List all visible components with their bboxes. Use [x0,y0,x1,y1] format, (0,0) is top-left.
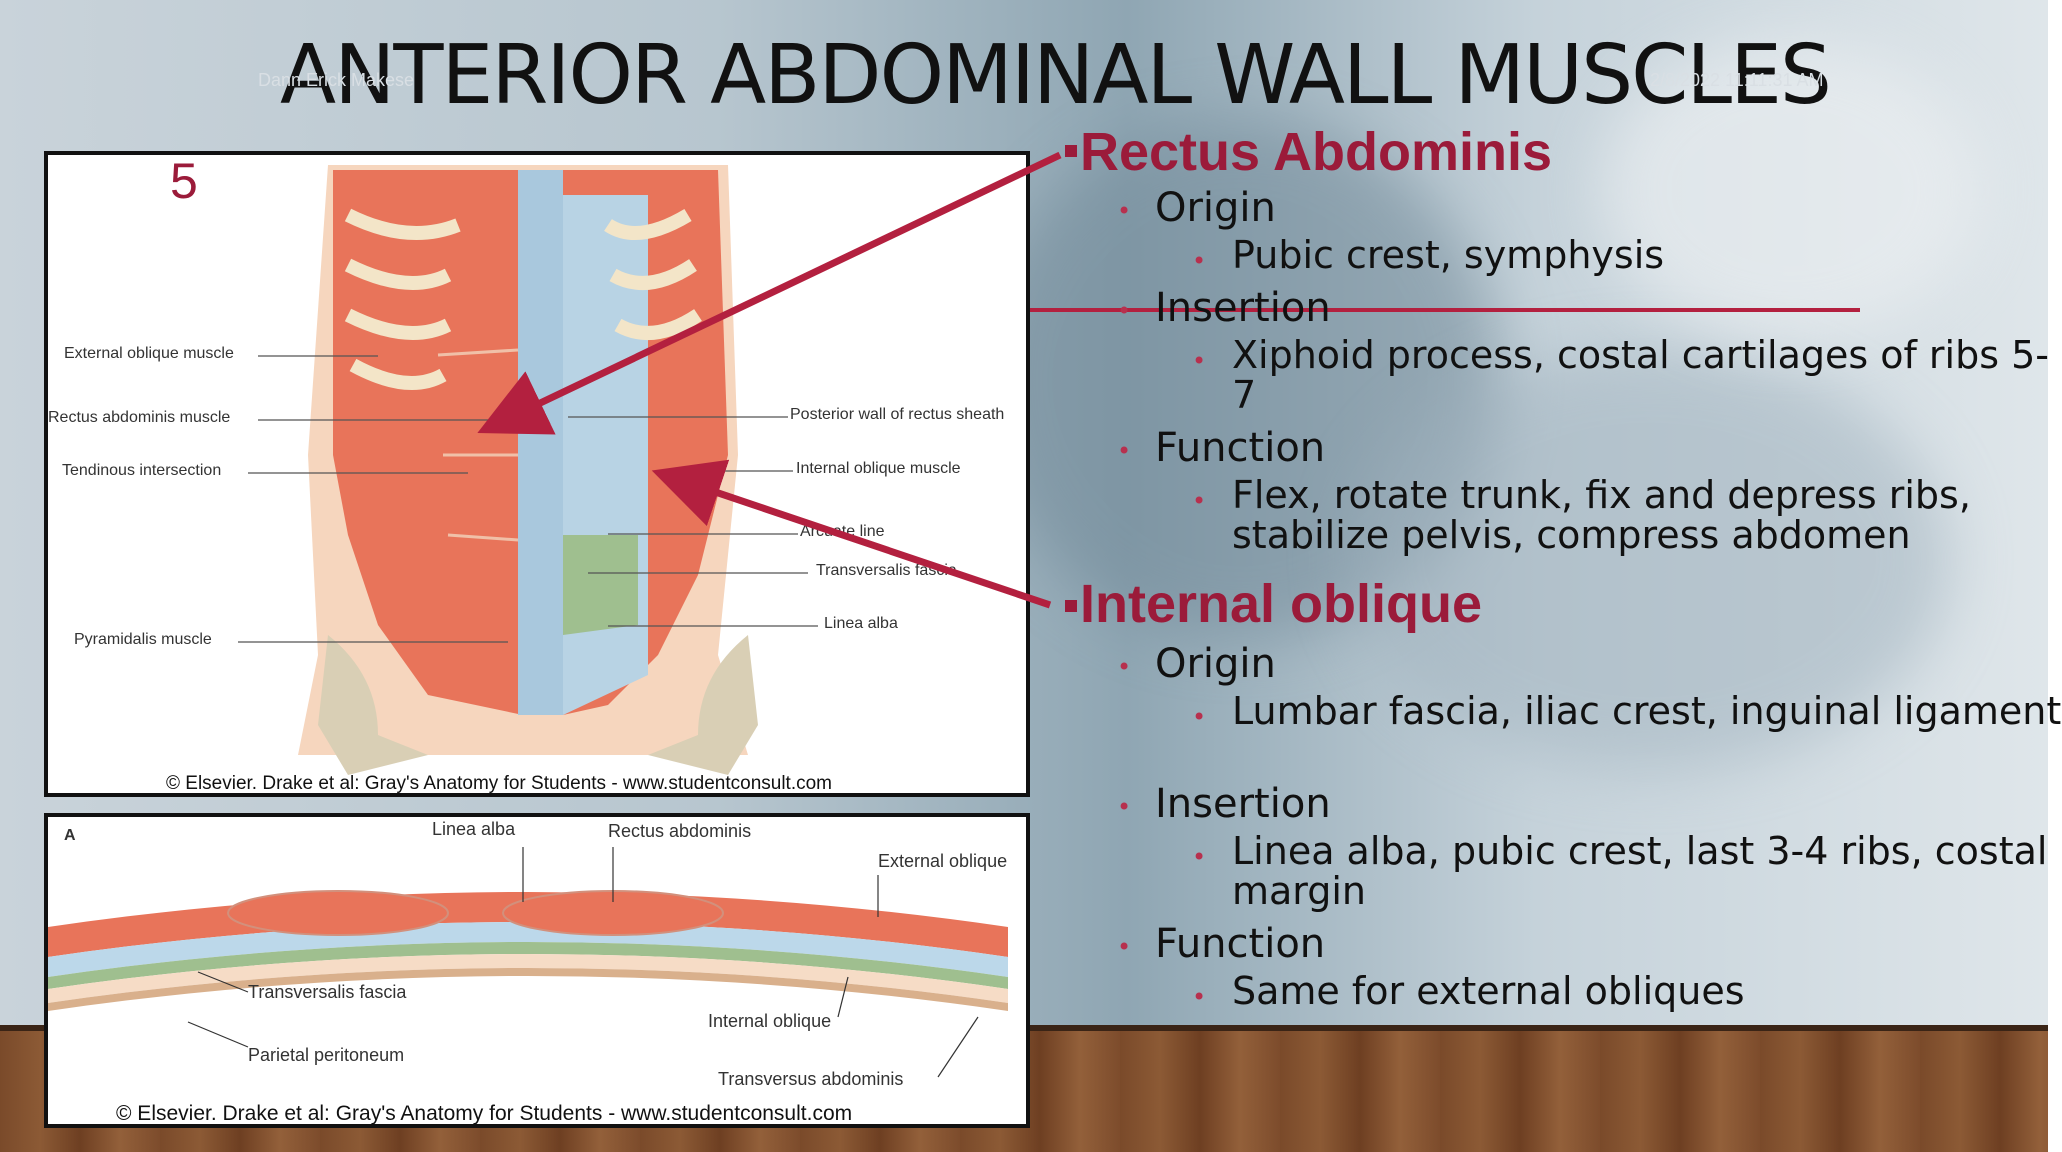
internal-function-label: Function [1155,921,1326,967]
cross-section-figure: A Linea alba Rectus abdominis External o… [44,813,1030,1128]
label-posterior-wall: Posterior wall of rectus sheath [790,406,1005,423]
bullet: • [1192,247,1207,275]
heading-bullet [1065,145,1077,157]
rectus-function-label: Function [1155,425,1326,471]
author-text: Dann Erick Makese [258,70,415,90]
bullet: • [1117,437,1132,465]
bullet: • [1117,793,1132,821]
bullet: • [1117,653,1132,681]
slide-number: 5 [170,153,198,209]
heading-bullet [1065,600,1077,612]
heading-rectus-abdominis: Rectus Abdominis [1080,122,1553,182]
label-transversus-abdominis: Transversus abdominis [718,1069,904,1089]
internal-origin-label: Origin [1155,641,1276,687]
label-arcuate-line: Arcuate line [800,523,885,540]
label-linea-alba-section: Linea alba [432,819,516,839]
rectus-insertion-text: Xiphoid process, costal cartilages of ri… [1232,333,2049,417]
datetime-text: 2/8/2022 11:11:31 AM [1650,70,1824,90]
internal-insertion-label: Insertion [1155,781,1331,827]
label-external-oblique: External oblique muscle [64,345,234,362]
bullet: • [1117,197,1132,225]
rectus-origin-label: Origin [1155,185,1276,231]
label-tendinous-intersection: Tendinous intersection [62,462,222,479]
bullet: • [1192,347,1207,375]
rectus-origin-text: Pubic crest, symphysis [1232,233,1665,277]
bullet: • [1192,703,1207,731]
label-parietal-peritoneum: Parietal peritoneum [248,1045,405,1065]
label-rectus-abdominis: Rectus abdominis muscle [48,409,231,426]
background-blur [1350,350,1950,770]
internal-origin-text: Lumbar fascia, iliac crest, inguinal lig… [1232,689,2062,733]
figure-caption-bottom: © Elsevier. Drake et al: Gray's Anatomy … [116,1102,853,1125]
label-internal-oblique: Internal oblique muscle [796,460,961,477]
label-linea-alba: Linea alba [824,615,898,632]
internal-function-text: Same for external obliques [1232,969,1745,1013]
label-transversalis-section: Transversalis fascia [248,982,407,1002]
label-pyramidalis: Pyramidalis muscle [74,631,212,648]
figure-caption-top: © Elsevier. Drake et al: Gray's Anatomy … [166,773,833,794]
label-internal-oblique-section: Internal oblique [708,1011,832,1031]
abdominal-wall-figure: External oblique muscle Rectus abdominis… [44,151,1030,797]
rectus-function-text: Flex, rotate trunk, fix and depress ribs… [1232,473,1971,557]
bullet: • [1192,983,1207,1011]
cross-section-illustration [48,847,1008,1078]
label-rectus-section: Rectus abdominis [608,821,752,841]
slide-title: ANTERIOR ABDOMINAL WALL MUSCLES [280,28,1832,123]
bullet: • [1117,933,1132,961]
rectus-insertion-label: Insertion [1155,285,1331,331]
panel-letter: A [64,827,76,844]
label-transversalis: Transversalis fascia [816,562,957,579]
bullet: • [1117,297,1132,325]
internal-insertion-text: Linea alba, pubic crest, last 3-4 ribs, … [1232,829,2048,913]
heading-internal-oblique: Internal oblique [1080,574,1483,634]
background-blur [1600,40,1980,340]
label-external-oblique-section: External oblique [878,851,1008,871]
bullet: • [1192,843,1207,871]
bullet: • [1192,487,1207,515]
